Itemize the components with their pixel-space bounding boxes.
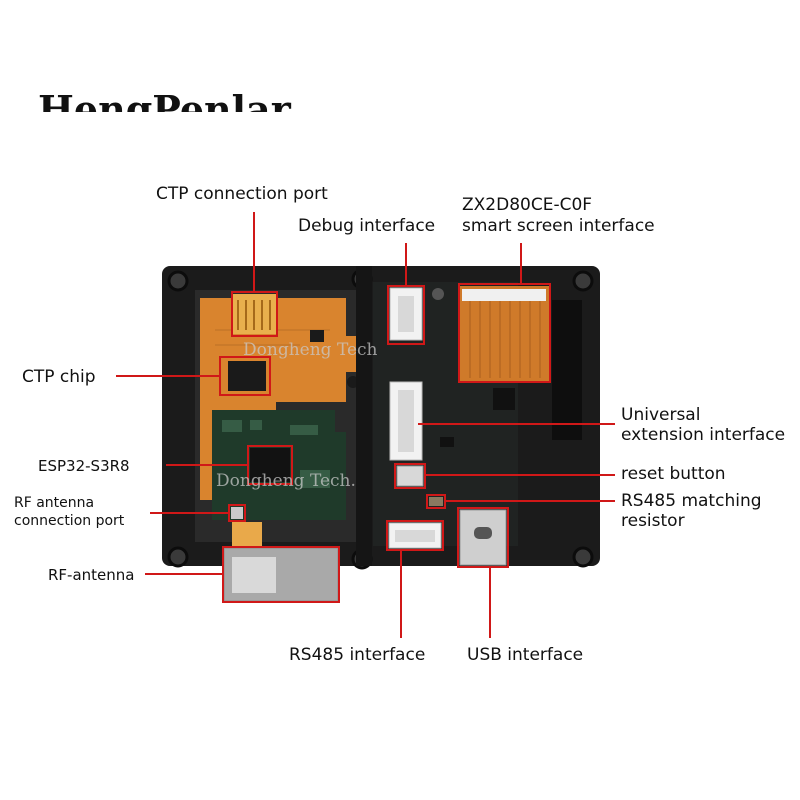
rs485-resistor	[429, 497, 443, 506]
label-resistor: resistor	[621, 511, 685, 531]
label-smart-screen-interface: smart screen interface	[462, 216, 655, 236]
rf-cable	[232, 522, 262, 550]
brand-title: HengPenlar	[38, 87, 291, 112]
label-connection-port: connection port	[14, 513, 125, 529]
label-reset-button: reset button	[621, 464, 726, 484]
label-universal: Universal	[621, 405, 701, 425]
chip-22	[493, 388, 515, 410]
label-rf-antenna: RF-antenna	[48, 566, 135, 584]
label-usb-interface: USB interface	[467, 645, 584, 665]
callouts	[116, 212, 615, 638]
reset-switch	[396, 465, 424, 487]
ctp-chip	[228, 361, 266, 391]
label-rs485-interface: RS485 interface	[289, 645, 426, 665]
label-ctp-connection-port: CTP connection port	[156, 184, 328, 204]
label-extension-interface: extension interface	[621, 425, 786, 445]
screen-fpc	[459, 286, 549, 382]
label-esp32: ESP32-S3R8	[38, 457, 130, 475]
label-rs485-matching: RS485 matching	[621, 491, 762, 511]
esp32-chip	[250, 448, 290, 482]
small-ic	[310, 330, 324, 342]
label-ctp-chip: CTP chip	[22, 367, 96, 387]
label-screen-model: ZX2D80CE-C0F	[462, 195, 593, 215]
rf-port-connector	[231, 507, 243, 519]
label-rf-antenna-port: RF antenna	[14, 495, 95, 511]
label-debug-interface: Debug interface	[298, 216, 436, 236]
ctp-flex	[200, 298, 358, 500]
